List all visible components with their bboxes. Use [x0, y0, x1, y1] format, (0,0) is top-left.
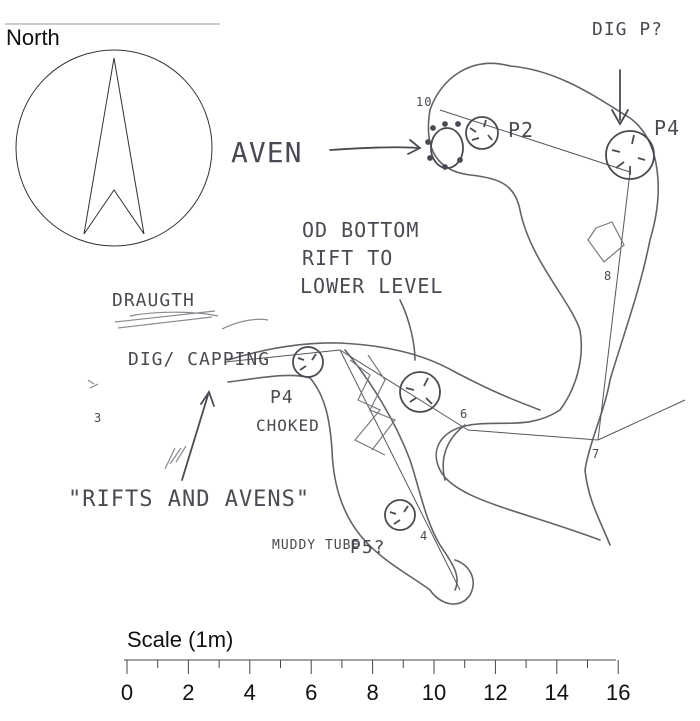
scale-tick-label: 16	[606, 680, 630, 705]
aven-icon	[425, 121, 464, 170]
cave-passage-outline	[227, 62, 659, 605]
station-number: 6	[460, 407, 468, 421]
label-choked: CHOKED	[256, 416, 320, 435]
scale-tick-label: 0	[121, 680, 133, 705]
station-numbers: 10 8 7 6 4 3	[94, 95, 612, 543]
label-lower-level: LOWER LEVEL	[300, 274, 443, 298]
scale-tick-label: 4	[244, 680, 256, 705]
scale-tick-label: 2	[182, 680, 194, 705]
sketch-labels: AVEN DIG P? P2 P4 OD BOTTOM RIFT TO LOWE…	[68, 19, 680, 558]
survey-legs	[224, 109, 686, 591]
scale-tick-label: 6	[305, 680, 317, 705]
north-label: North	[6, 25, 60, 50]
rift-hatching	[349, 221, 625, 456]
label-draught: DRAUGTH	[112, 290, 195, 311]
label-p4-top: P4	[654, 116, 680, 140]
label-p5: P5?	[350, 537, 386, 558]
pitch-symbols	[292, 116, 655, 531]
scale-tick-label: 10	[422, 680, 446, 705]
label-rift-to: RIFT TO	[302, 246, 393, 270]
label-p2: P2	[508, 118, 534, 142]
station-number: 7	[592, 447, 600, 461]
pitch-middle-icon	[399, 371, 441, 413]
label-p4-choked: P4	[270, 387, 294, 408]
pencil-marks	[87, 310, 269, 470]
scale-label: Scale (1m)	[127, 627, 233, 652]
label-rifts-avens: "RIFTS AND AVENS"	[68, 487, 310, 512]
label-dig-p: DIG P?	[592, 19, 663, 40]
station-number: 3	[94, 411, 102, 425]
north-arrow-icon	[83, 57, 145, 235]
label-aven: AVEN	[231, 136, 302, 169]
label-dig-capping: DIG/ CAPPING	[128, 349, 270, 370]
scale-tick-label: 8	[366, 680, 378, 705]
station-number: 8	[604, 269, 612, 283]
pitch-p4-choked-icon	[292, 346, 324, 378]
label-muddy-tube: MUDDY TUBE	[272, 538, 360, 553]
pitch-p5-icon	[384, 499, 416, 531]
scale-tick-label: 12	[483, 680, 507, 705]
station-number: 4	[420, 529, 428, 543]
scale-tick-label: 14	[545, 680, 569, 705]
label-od-bottom: OD BOTTOM	[302, 218, 419, 242]
pitch-p4-top-icon	[605, 130, 655, 180]
pitch-p2-icon	[465, 116, 499, 150]
station-number: 10	[416, 95, 432, 109]
scale-bar: Scale (1m) 0 2 4 6 8 10 12 14 16	[121, 627, 631, 705]
annotation-arrows	[181, 69, 629, 481]
north-compass-circle	[15, 49, 213, 247]
